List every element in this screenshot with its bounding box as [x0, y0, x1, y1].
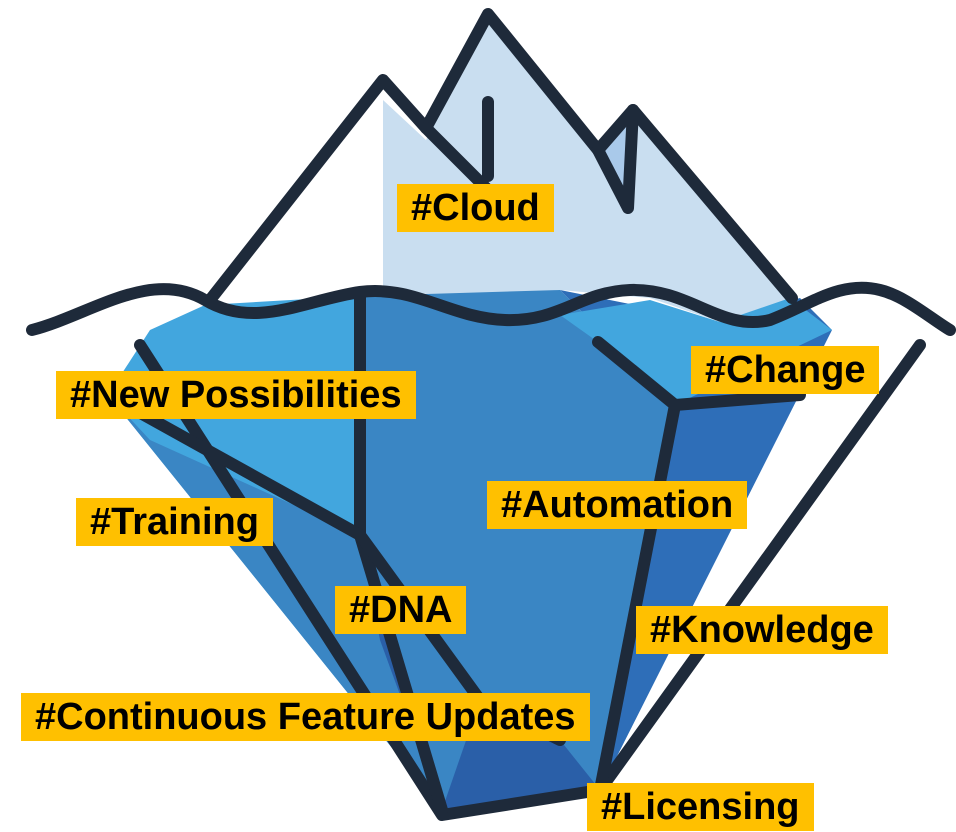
iceberg-underwater-center — [360, 290, 675, 810]
tag-cloud: #Cloud — [397, 184, 554, 232]
tag-continuous-feature-updates: #Continuous Feature Updates — [21, 693, 590, 741]
tag-new-possibilities: #New Possibilities — [56, 371, 416, 419]
tag-licensing: #Licensing — [587, 783, 814, 831]
tag-training: #Training — [76, 498, 273, 546]
tag-automation: #Automation — [487, 481, 748, 529]
iceberg-outline — [102, 8, 926, 821]
waterline-wave — [26, 281, 956, 336]
tag-change: #Change — [691, 346, 880, 394]
iceberg-tip-light — [383, 14, 792, 322]
tag-dna: #DNA — [335, 586, 467, 634]
tag-knowledge: #Knowledge — [636, 606, 888, 654]
